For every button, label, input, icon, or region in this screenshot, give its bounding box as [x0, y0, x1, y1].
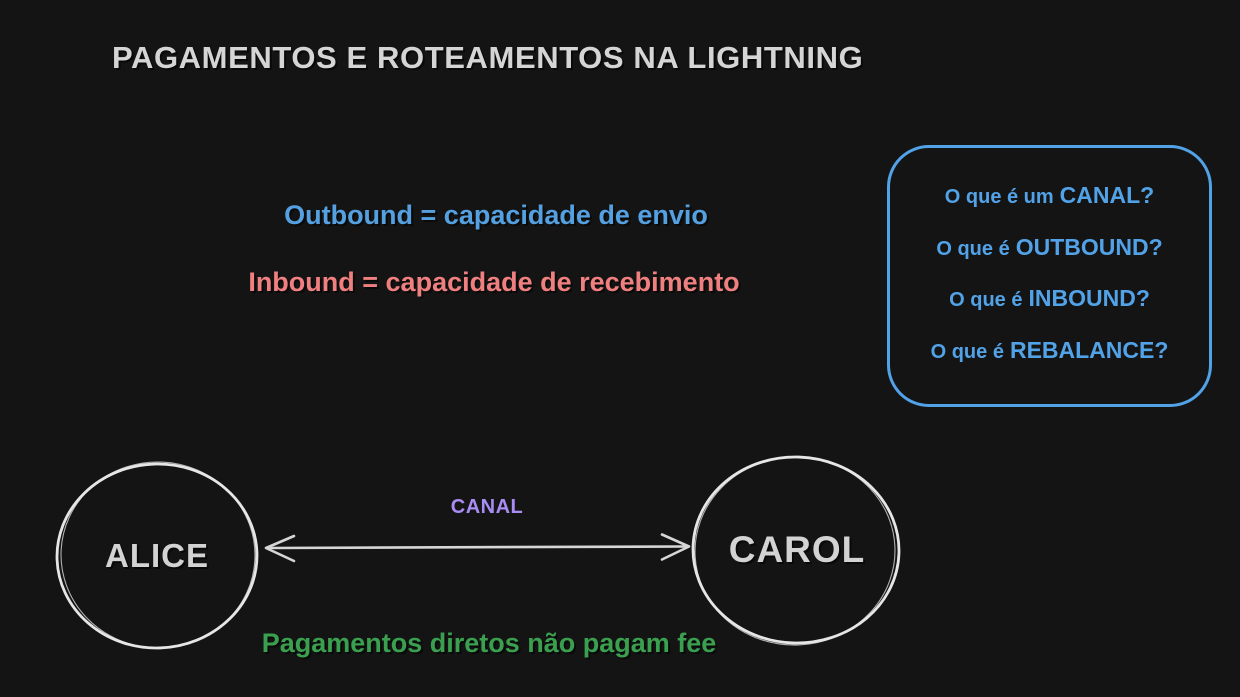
direct-payments-caption: Pagamentos diretos não pagam fee — [261, 628, 717, 658]
question-prefix: O que é — [949, 289, 1023, 312]
page-title: PAGAMENTOS E ROTEAMENTOS NA LIGHTNING — [112, 40, 864, 75]
outbound-definition-text: Outbound = capacidade de envio — [284, 200, 708, 230]
alice-circle — [55, 461, 259, 650]
node-label-alice: ALICE — [105, 537, 209, 574]
question-keyword: INBOUND? — [1028, 285, 1150, 312]
question-prefix: O que é — [936, 237, 1010, 260]
question-keyword: CANAL? — [1059, 182, 1155, 209]
channel-edge-label: CANAL — [450, 496, 524, 518]
question-keyword: OUTBOUND? — [1015, 233, 1163, 260]
inbound-definition-text: Inbound = capacidade de recebimento — [248, 267, 740, 297]
question-keyword: REBALANCE? — [1009, 336, 1169, 363]
question-prefix: O que é um — [944, 186, 1054, 209]
question-prefix: O que é — [930, 340, 1004, 363]
channel-arrow — [264, 533, 691, 563]
carol-circle — [691, 455, 901, 646]
node-label-carol: CAROL — [728, 529, 866, 570]
